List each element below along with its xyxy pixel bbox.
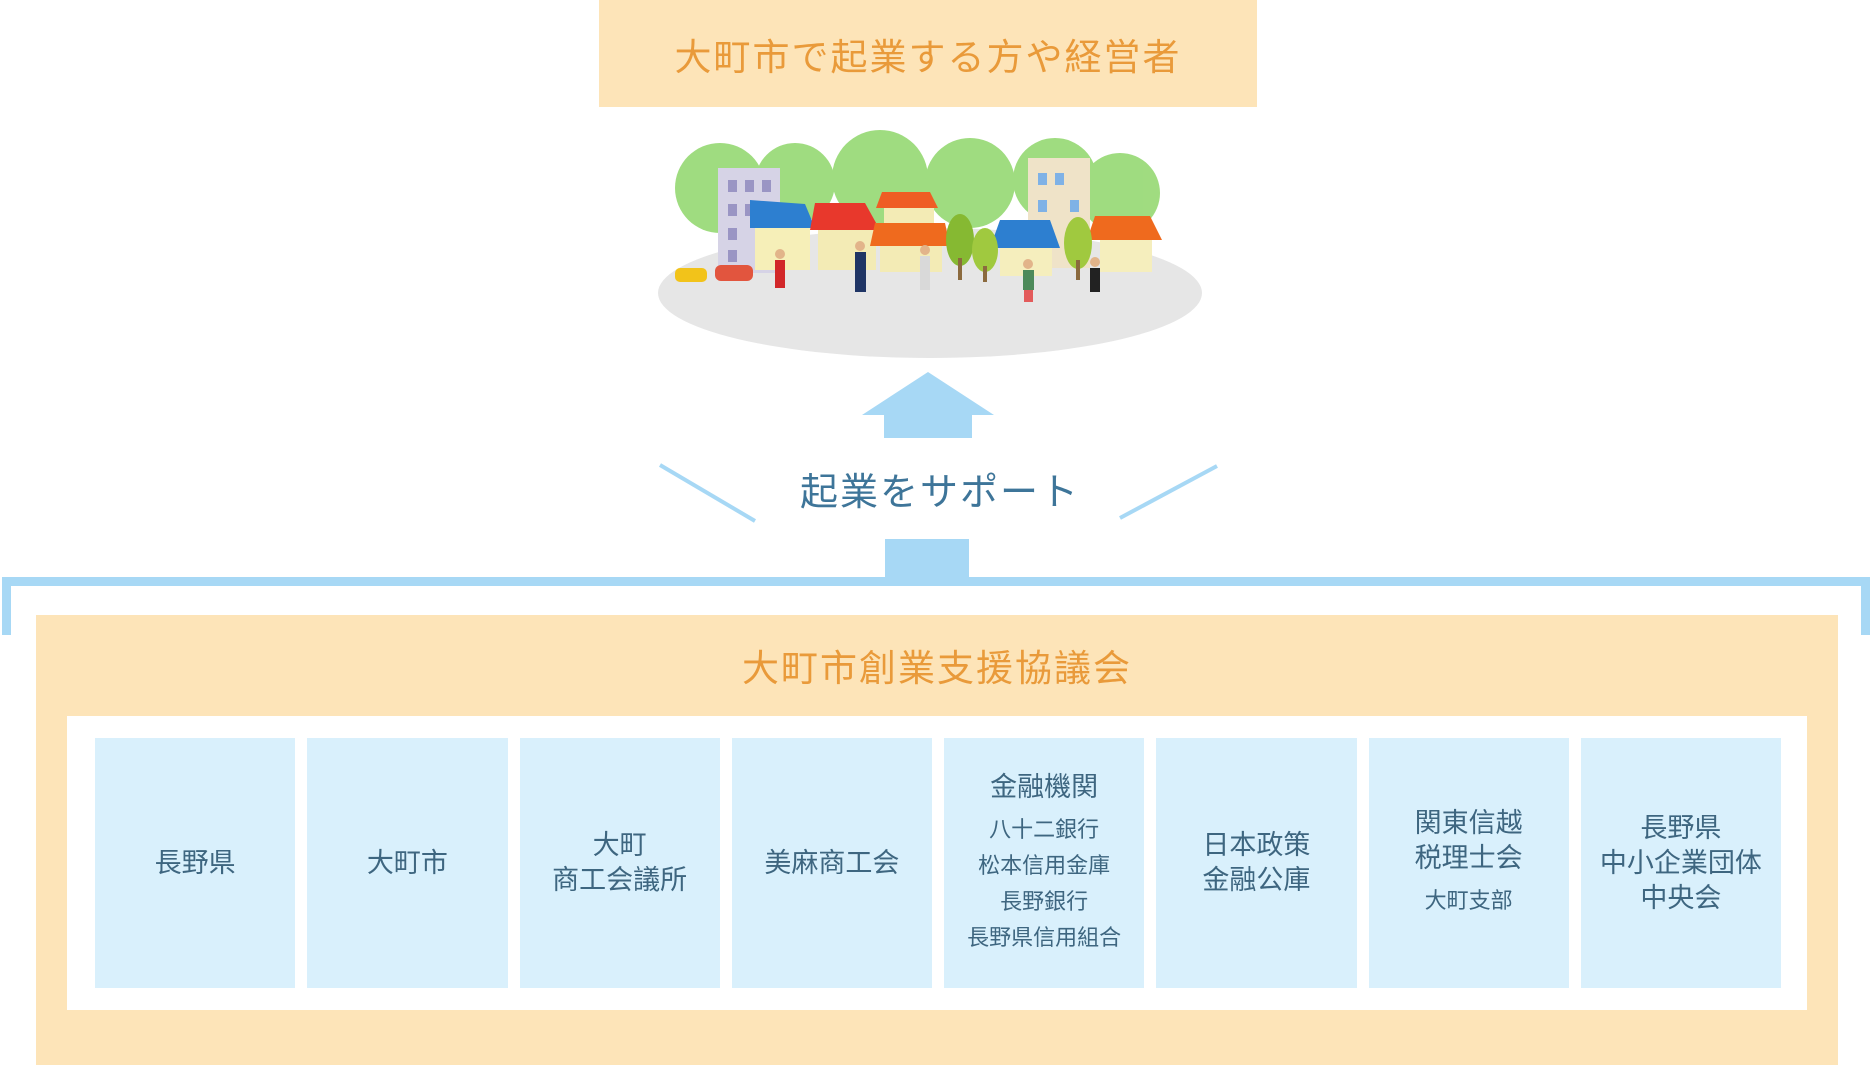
council-title: 大町市創業支援協議会 [36,615,1838,715]
member-list: 長野県 大町市 大町 商工会議所 美麻商工会 金融機関 八十二銀行 松本信用金庫… [95,738,1781,988]
connector-bracket [2,577,1870,635]
member-name: 大町市 [366,847,448,879]
member-miasa-commerce: 美麻商工会 [731,738,932,988]
council-title-text: 大町市創業支援協議会 [742,647,1132,690]
support-label: 起業をサポート [760,460,1120,516]
member-name: 金融機関 [990,771,1099,803]
member-name: 関東信越 税理士会 [1414,808,1523,874]
member-nagano-prefecture: 長野県 [95,738,296,988]
member-sub-list: 八十二銀行 松本信用金庫 長野銀行 長野県信用組合 [967,817,1122,951]
member-tax-accountants: 関東信越 税理士会 大町支部 [1368,738,1569,988]
member-name: 大町 商工会議所 [552,830,688,896]
member-name: 長野県 [154,847,236,879]
town-illustration [658,130,1202,358]
target-audience-text: 大町市で起業する方や経営者 [674,35,1182,79]
support-decoration-lines [658,463,1218,523]
arrow-up-icon [862,372,994,438]
member-japan-finance-corp: 日本政策 金融公庫 [1156,738,1357,988]
support-label-text: 起業をサポート [799,469,1080,514]
connector-stem [885,539,969,580]
member-financial-institutions: 金融機関 八十二銀行 松本信用金庫 長野銀行 長野県信用組合 [944,738,1145,988]
member-sme-federation: 長野県 中小企業団体 中央会 [1580,738,1781,988]
member-chamber-of-commerce: 大町 商工会議所 [519,738,720,988]
target-audience-label: 大町市で起業する方や経営者 [599,0,1257,107]
member-name: 美麻商工会 [764,847,900,879]
member-name: 日本政策 金融公庫 [1202,830,1311,896]
member-name: 長野県 中小企業団体 中央会 [1599,812,1762,914]
member-sub-list: 大町支部 [1424,889,1513,914]
member-omachi-city: 大町市 [307,738,508,988]
